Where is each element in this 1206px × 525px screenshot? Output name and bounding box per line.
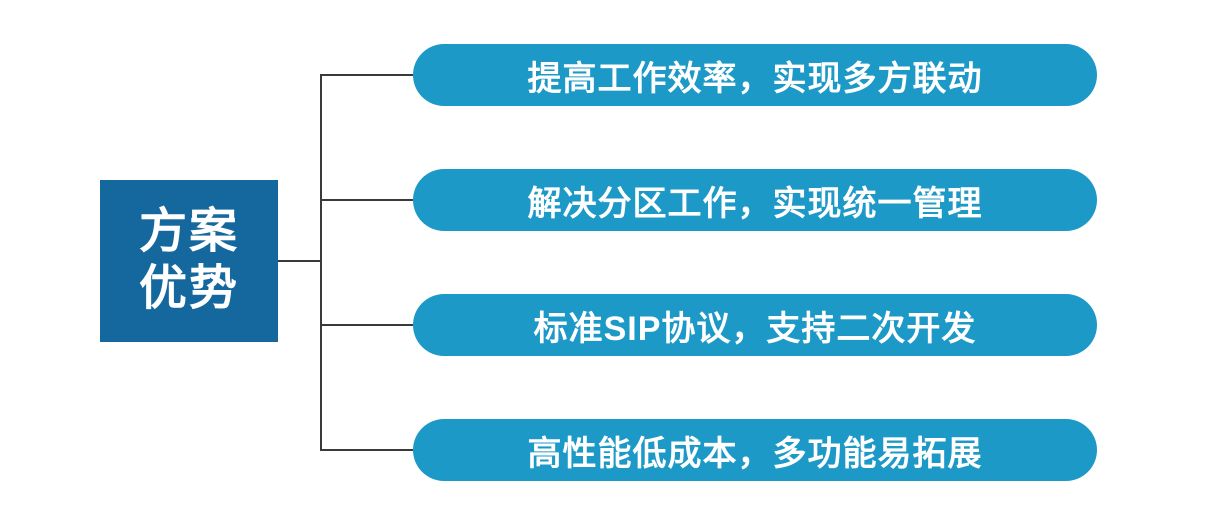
connector-branch-2 — [321, 199, 413, 201]
connector-branch-3 — [321, 324, 413, 326]
advantage-pill: 高性能低成本，多功能易拓展 — [413, 419, 1097, 481]
connector-branch-4 — [321, 449, 413, 451]
pill-label: 标准SIP协议，支持二次开发 — [533, 309, 977, 348]
connector-branch-1 — [321, 74, 413, 76]
pill-label: 高性能低成本，多功能易拓展 — [527, 434, 983, 473]
advantage-pill: 标准SIP协议，支持二次开发 — [413, 294, 1097, 356]
advantage-pill: 解决分区工作，实现统一管理 — [413, 169, 1097, 231]
root-label-line1: 方案 — [138, 205, 239, 259]
connector-root — [278, 260, 321, 262]
pill-label: 提高工作效率，实现多方联动 — [527, 59, 983, 98]
pill-label: 解决分区工作，实现统一管理 — [527, 184, 983, 223]
root-label-line2: 优势 — [138, 262, 239, 315]
root-node: 方案 优势 — [100, 180, 278, 342]
advantage-pill: 提高工作效率，实现多方联动 — [413, 44, 1097, 106]
connector-spine — [320, 74, 322, 451]
